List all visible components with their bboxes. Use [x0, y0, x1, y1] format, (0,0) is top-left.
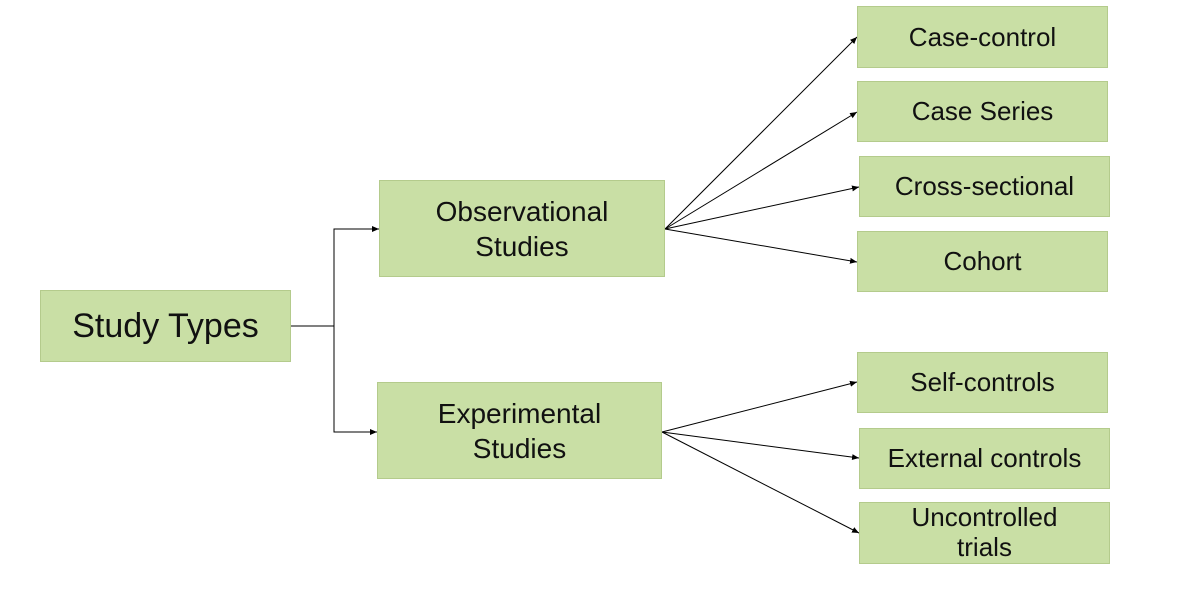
experimental-studies-label: Experimental Studies: [438, 396, 601, 466]
case-series-label: Case Series: [911, 96, 1054, 127]
observational-to-case-control-arrow: [664, 36, 858, 230]
experimental-to-uncontrolled-trials-arrow: [661, 431, 860, 534]
observational-line1: Observational: [435, 195, 609, 227]
experimental-to-external-controls-arrow: [661, 431, 860, 461]
uncontrolled-trials-label: Uncontrolled trials: [911, 502, 1058, 562]
uncontrolled-trials-node: Uncontrolled trials: [859, 502, 1110, 564]
case-control-node: Case-control: [857, 6, 1108, 68]
self-controls-node: Self-controls: [857, 352, 1108, 413]
root-to-experimental-arrow: [333, 326, 377, 435]
experimental-to-self-controls-arrow: [661, 380, 858, 433]
cross-sectional-label: Cross-sectional: [894, 171, 1075, 202]
case-series-node: Case Series: [857, 81, 1108, 142]
observational-to-case-series-arrow: [664, 111, 858, 230]
observational-to-cohort-arrow: [664, 228, 858, 264]
experimental-line2: Studies: [472, 432, 567, 464]
observational-line2: Studies: [475, 230, 569, 262]
observational-studies-node: Observational Studies: [379, 180, 665, 277]
observational-studies-label: Observational Studies: [436, 194, 609, 264]
self-controls-label: Self-controls: [910, 367, 1055, 398]
experimental-line1: Experimental: [437, 397, 602, 429]
root-to-observational-arrow: [333, 226, 379, 326]
cross-sectional-node: Cross-sectional: [859, 156, 1110, 217]
cohort-node: Cohort: [857, 231, 1108, 292]
external-controls-label: External controls: [887, 443, 1082, 474]
cohort-label: Cohort: [943, 246, 1022, 277]
experimental-studies-node: Experimental Studies: [377, 382, 662, 479]
observational-to-cross-sectional-arrow: [664, 185, 860, 230]
case-control-label: Case-control: [908, 21, 1057, 52]
external-controls-node: External controls: [859, 428, 1110, 489]
study-types-node: Study Types: [40, 290, 291, 362]
study-types-label: Study Types: [72, 306, 259, 345]
